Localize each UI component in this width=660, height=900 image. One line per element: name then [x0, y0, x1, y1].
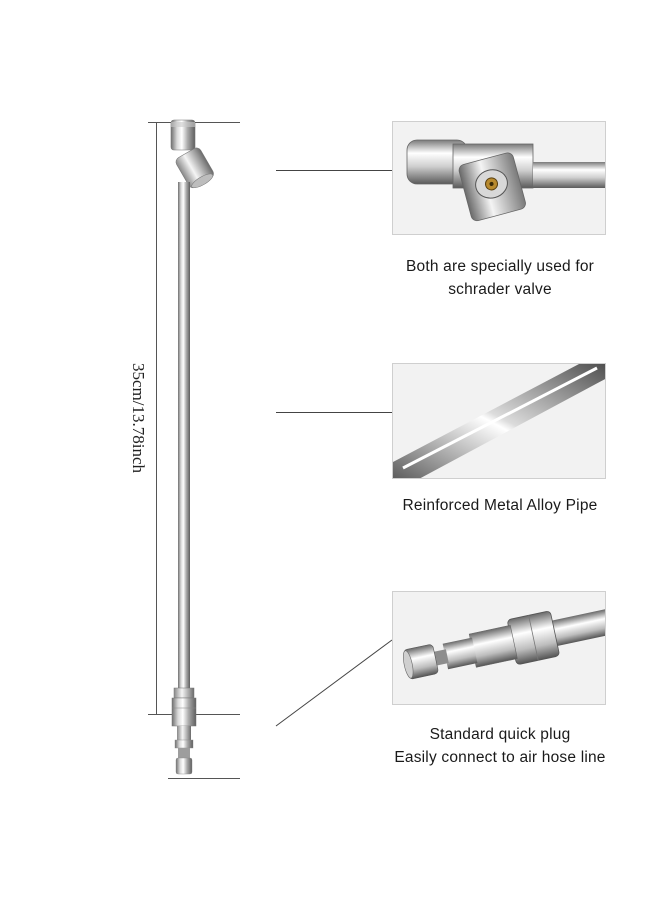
plug-caption-line-2: Easily connect to air hose line [394, 749, 606, 766]
chuck-closeup-panel [392, 121, 606, 235]
plug-closeup-panel [392, 591, 606, 705]
leader-line-pipe [276, 412, 392, 413]
chuck-caption: Both are specially used for schrader val… [330, 255, 660, 301]
dimension-vertical-line [156, 122, 157, 714]
pipe-closeup-panel [392, 363, 606, 479]
chuck-valve-closeup-image [406, 139, 605, 222]
plug-caption: Standard quick plug Easily connect to ai… [330, 723, 660, 769]
pipe-caption: Reinforced Metal Alloy Pipe [330, 494, 660, 517]
bottom-reference-line [168, 778, 240, 779]
leader-line-chuck [276, 170, 392, 171]
chuck-caption-line-1: Both are specially used for [405, 258, 595, 275]
chuck-caption-line-2: schrader valve [448, 281, 552, 298]
quick-plug-closeup-image [403, 606, 605, 680]
inflator-tool-image [170, 119, 214, 775]
plug-caption-line-1: Standard quick plug [429, 726, 571, 743]
metal-pipe-closeup-image [393, 364, 605, 478]
length-label: 35cm/13.78inch [129, 362, 148, 474]
leader-line-plug [275, 639, 393, 727]
pipe-caption-line-1: Reinforced Metal Alloy Pipe [402, 497, 598, 514]
